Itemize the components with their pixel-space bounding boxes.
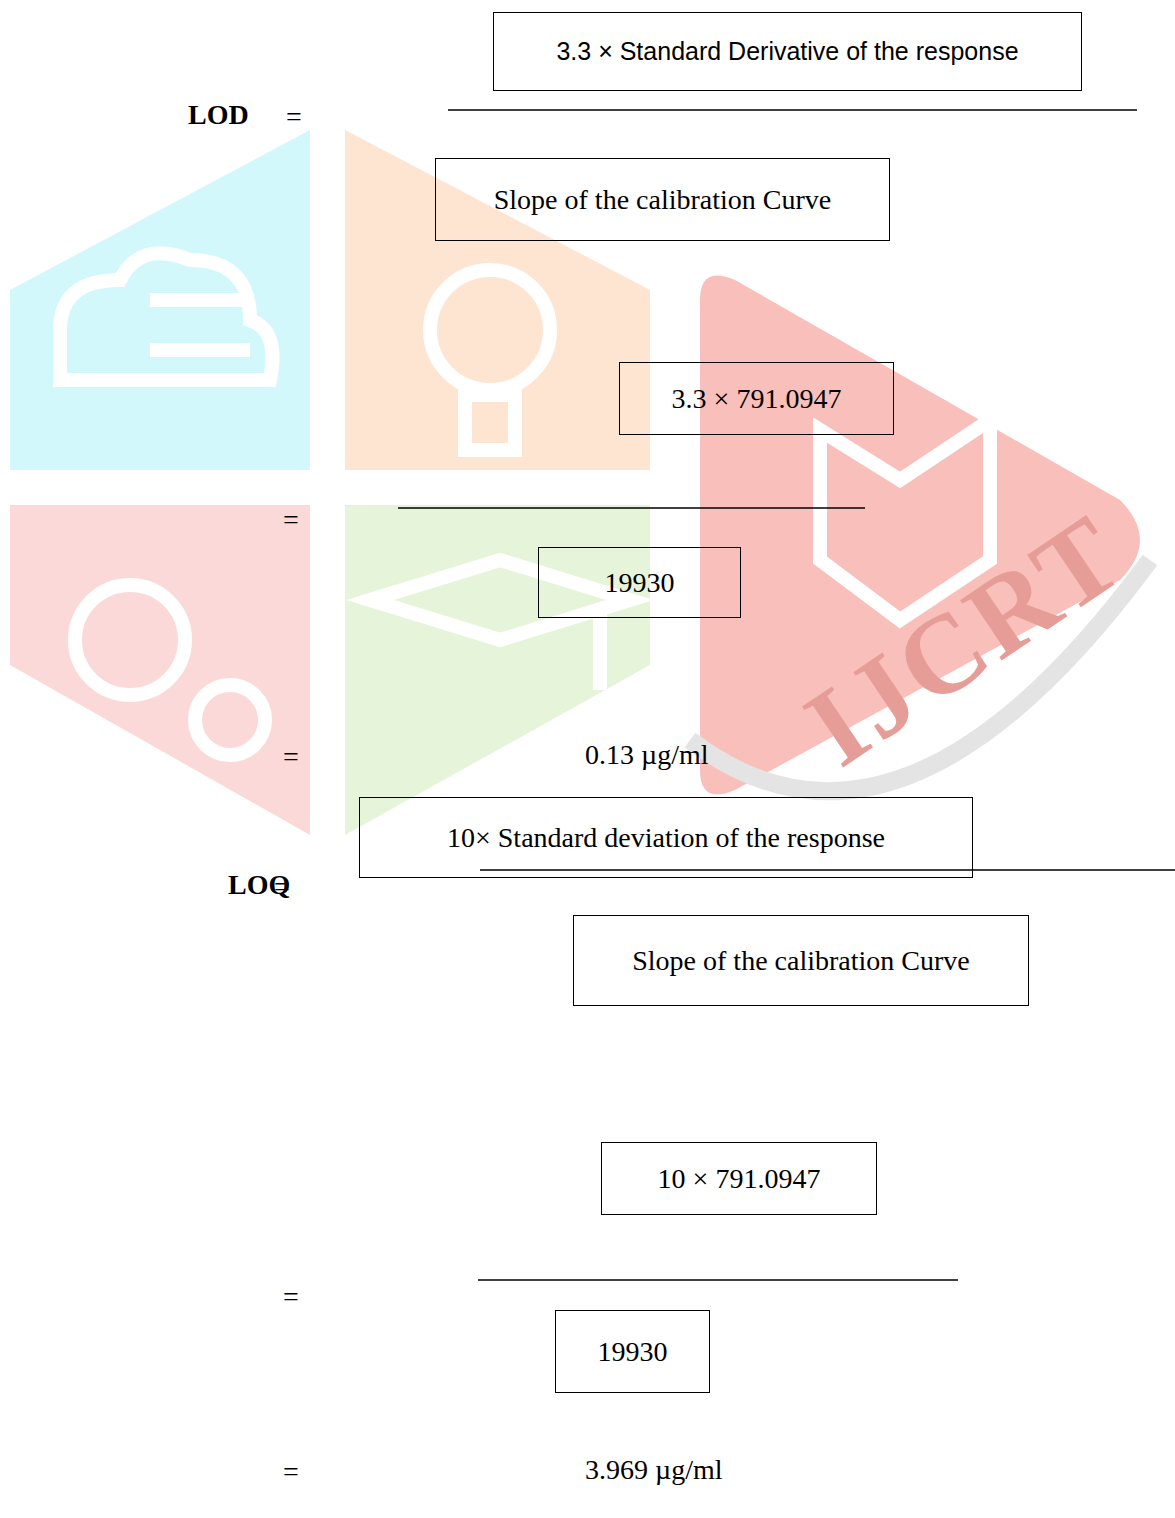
formula-term: 10 × 791.0947: [658, 1163, 821, 1195]
formula-term: Slope of the calibration Curve: [632, 945, 969, 977]
formula-term: 19930: [605, 567, 675, 599]
cyan-panel: [10, 130, 310, 470]
formula-term: Slope of the calibration Curve: [494, 184, 831, 216]
formula-term: 3.3 × Standard Derivative of the respons…: [556, 37, 1018, 66]
formula-box: 10 × 791.0947: [601, 1142, 877, 1215]
fraction-bar: [398, 507, 865, 508]
result-value: 0.13 µg/ml: [585, 739, 708, 771]
formula-box: 19930: [538, 547, 741, 618]
equals-sign: =: [286, 101, 302, 133]
equals-sign: =: [274, 871, 290, 903]
equals-sign: =: [283, 1456, 299, 1488]
formula-box: 10× Standard deviation of the response: [359, 797, 973, 878]
equals-sign: =: [283, 1281, 299, 1313]
formula-box: 3.3 × 791.0947: [619, 362, 894, 435]
formula-term: 19930: [598, 1336, 668, 1368]
formula-term: 3.3 × 791.0947: [672, 383, 842, 415]
formula-term: 10× Standard deviation of the response: [447, 822, 885, 854]
result-value: 3.969 µg/ml: [585, 1454, 722, 1486]
fraction-bar: [480, 869, 1175, 870]
fraction-bar: [448, 109, 1137, 110]
logo-watermark: [10, 130, 1150, 835]
green-panel: [345, 505, 650, 835]
fraction-bars: [398, 110, 1175, 1280]
formula-box: 19930: [555, 1310, 710, 1393]
fraction-bar: [478, 1279, 958, 1280]
equals-sign: =: [283, 741, 299, 773]
pink-panel: [10, 505, 310, 835]
orange-panel: [345, 130, 650, 470]
formula-box: 3.3 × Standard Derivative of the respons…: [493, 12, 1082, 91]
equals-sign: =: [283, 504, 299, 536]
watermark-text: IJCRT: [783, 488, 1147, 792]
formula-name: LOD: [188, 99, 249, 131]
formula-box: Slope of the calibration Curve: [435, 158, 890, 241]
formula-box: Slope of the calibration Curve: [573, 915, 1029, 1006]
